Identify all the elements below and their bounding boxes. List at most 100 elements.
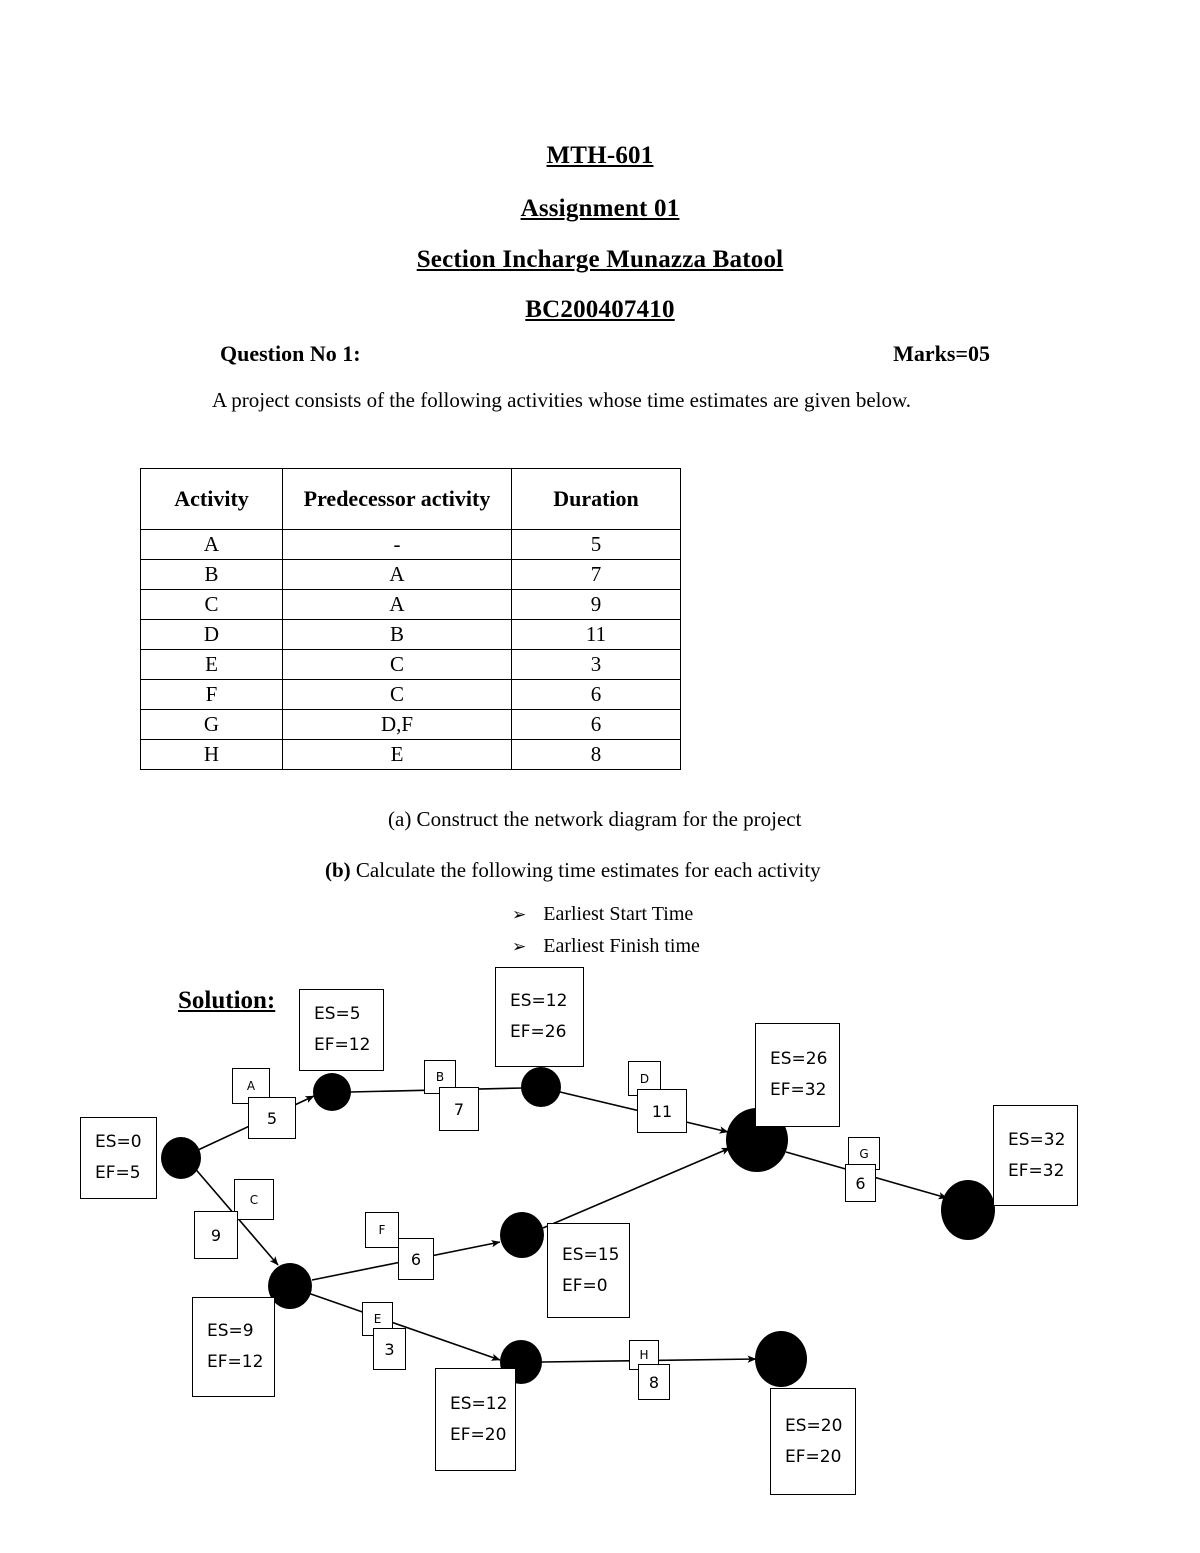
node-n3	[521, 1067, 561, 1107]
node-n9	[941, 1180, 995, 1240]
ef-value: EF=20	[785, 1446, 842, 1467]
bullet-label: Earliest Finish time	[543, 935, 700, 957]
ef-value: EF=32	[770, 1080, 827, 1100]
ef-value: EF=32	[1008, 1160, 1065, 1181]
part-b-text: Calculate the following time estimates f…	[350, 858, 821, 882]
table-cell-activity: A	[140, 529, 283, 560]
table-cell-activity: C	[140, 589, 283, 620]
table-cell-predecessor: B	[282, 619, 512, 650]
table-header-activity: Activity	[140, 468, 283, 530]
part-b-marker: (b)	[325, 858, 351, 882]
table-header-duration: Duration	[511, 468, 681, 530]
edge-label-F: F	[365, 1212, 399, 1248]
activity-duration-table: Activity Predecessor activity Duration A…	[140, 468, 681, 770]
node-n8	[755, 1331, 807, 1387]
ef-value: EF=12	[314, 1035, 371, 1055]
esef-box-n3: ES=12 EF=26	[495, 967, 584, 1067]
edge-duration-A: 5	[248, 1097, 296, 1139]
node-n6	[500, 1212, 544, 1258]
esef-box-n6: ES=15 EF=0	[547, 1223, 630, 1318]
ef-value: EF=5	[95, 1163, 141, 1183]
document-title-course-code: MTH-601	[546, 142, 654, 169]
esef-box-n5: ES=9 EF=12	[192, 1297, 275, 1397]
question-header-row: Question No 1: Marks=05	[220, 341, 990, 367]
table-cell-duration: 9	[511, 589, 681, 620]
table-cell-duration: 7	[511, 559, 681, 590]
es-value: ES=12	[450, 1393, 508, 1414]
table-cell-duration: 6	[511, 709, 681, 740]
arrow-bullet-icon: ➢	[512, 905, 527, 924]
table-row: A-5	[140, 529, 681, 560]
table-header-row: Activity Predecessor activity Duration	[140, 468, 681, 530]
esef-box-n1: ES=0 EF=5	[80, 1117, 157, 1199]
es-value: ES=9	[207, 1321, 254, 1341]
es-value: ES=0	[95, 1132, 142, 1152]
table-cell-activity: H	[140, 739, 283, 770]
table-cell-predecessor: D,F	[282, 709, 512, 740]
document-title-assignment: Assignment 01	[520, 195, 680, 222]
table-cell-duration: 3	[511, 649, 681, 680]
node-n2	[313, 1073, 351, 1111]
bullet-earliest-start-time: ➢ Earliest Start Time	[512, 903, 693, 926]
bullet-label: Earliest Start Time	[543, 903, 694, 925]
bullet-earliest-finish-time: ➢ Earliest Finish time	[512, 935, 700, 958]
question-intro-text: A project consists of the following acti…	[212, 388, 912, 412]
node-n5	[268, 1263, 312, 1309]
table-cell-duration: 6	[511, 679, 681, 710]
table-cell-activity: G	[140, 709, 283, 740]
table-cell-predecessor: -	[282, 529, 512, 560]
es-value: ES=12	[510, 991, 568, 1011]
es-value: ES=15	[562, 1244, 620, 1265]
arrow-bullet-icon: ➢	[512, 937, 527, 956]
edge-duration-B: 7	[439, 1087, 479, 1131]
edge-duration-G: 6	[845, 1164, 876, 1202]
question-part-b: (b) Calculate the following time estimat…	[325, 858, 821, 883]
esef-box-n2: ES=5 EF=12	[299, 989, 384, 1071]
table-cell-predecessor: C	[282, 679, 512, 710]
esef-box-n8: ES=20 EF=20	[770, 1388, 856, 1495]
document-title-section-incharge: Section Incharge Munazza Batool	[416, 246, 784, 273]
ef-value: EF=0	[562, 1275, 608, 1296]
table-cell-predecessor: E	[282, 739, 512, 770]
esef-box-n4: ES=26 EF=32	[755, 1023, 840, 1127]
table-cell-activity: B	[140, 559, 283, 590]
table-cell-duration: 5	[511, 529, 681, 560]
table-cell-activity: E	[140, 649, 283, 680]
question-label: Question No 1:	[220, 341, 361, 366]
table-cell-predecessor: C	[282, 649, 512, 680]
esef-box-n7: ES=12 EF=20	[435, 1368, 516, 1471]
solution-heading: Solution:	[178, 987, 276, 1014]
ef-value: EF=26	[510, 1022, 567, 1042]
ef-value: EF=12	[207, 1352, 264, 1372]
table-cell-duration: 11	[511, 619, 681, 650]
table-cell-activity: D	[140, 619, 283, 650]
esef-box-n9: ES=32 EF=32	[993, 1105, 1078, 1206]
network-nodes	[161, 1067, 995, 1387]
table-cell-activity: F	[140, 679, 283, 710]
network-diagram-canvas	[161, 1067, 995, 1387]
table-cell-predecessor: A	[282, 559, 512, 590]
edge-duration-C: 9	[194, 1211, 238, 1259]
edge-line-E	[307, 1292, 501, 1361]
ef-value: EF=20	[450, 1424, 507, 1445]
marks-label: Marks=05	[893, 341, 990, 366]
es-value: ES=20	[785, 1415, 843, 1436]
table-cell-predecessor: A	[282, 589, 512, 620]
network-diagram: ES=0 EF=5 ES=5 EF=12 ES=12 EF=26 ES=26 E…	[0, 960, 1200, 1540]
edge-line-F-merge	[542, 1147, 731, 1229]
es-value: ES=5	[314, 1004, 361, 1024]
edge-duration-E: 3	[373, 1328, 406, 1370]
edge-label-C: C	[234, 1179, 274, 1220]
document-title-roll-number: BC200407410	[525, 296, 675, 323]
question-part-a: (a) Construct the network diagram for th…	[388, 807, 802, 831]
es-value: ES=26	[770, 1049, 828, 1069]
es-value: ES=32	[1008, 1129, 1066, 1150]
node-n1	[161, 1137, 201, 1179]
